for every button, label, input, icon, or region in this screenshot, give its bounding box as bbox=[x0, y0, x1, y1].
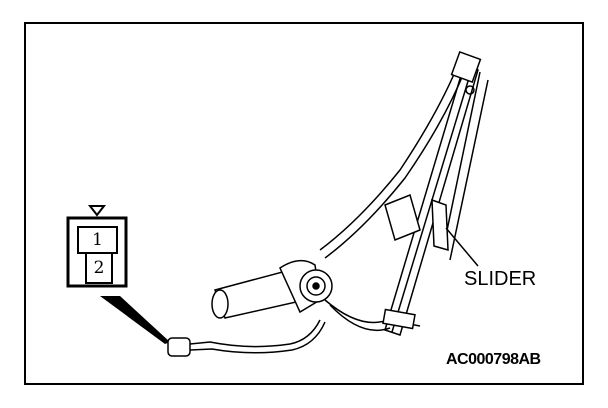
callout-wedge bbox=[100, 296, 170, 344]
connector-pin-2: 2 bbox=[85, 252, 113, 284]
figure-frame bbox=[24, 22, 584, 385]
connector-direction-triangle-icon bbox=[87, 205, 107, 217]
regulator-rails bbox=[319, 51, 489, 336]
figure-code: AC000798AB bbox=[446, 351, 541, 368]
slider-label: SLIDER bbox=[464, 268, 537, 290]
window-motor bbox=[211, 259, 333, 319]
slider-leader-line bbox=[445, 227, 479, 267]
harness-connector bbox=[167, 319, 326, 357]
connector-pin-1: 1 bbox=[77, 226, 118, 254]
